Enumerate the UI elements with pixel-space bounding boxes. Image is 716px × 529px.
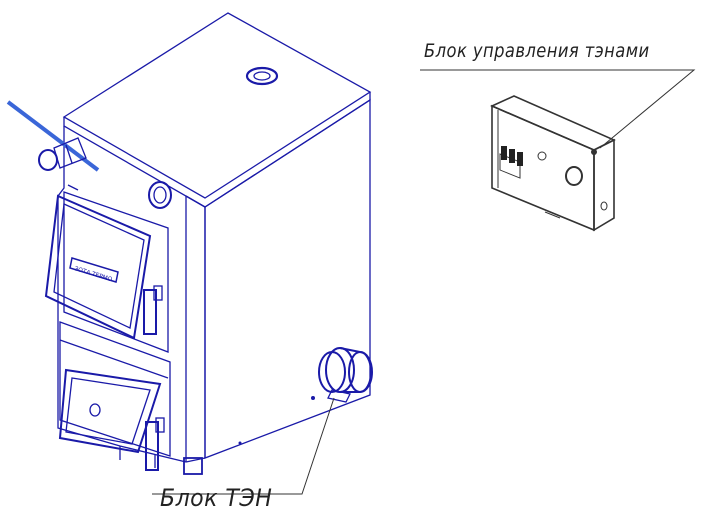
control-unit-label: Блок управления тэнами xyxy=(424,40,650,62)
damper-knob xyxy=(38,149,58,171)
door-nameplate xyxy=(69,257,119,283)
control-knob xyxy=(565,166,583,186)
heater-unit xyxy=(318,347,373,403)
upper-door-frame xyxy=(63,191,169,353)
cable-gland xyxy=(600,201,608,211)
inspection-port xyxy=(148,181,172,209)
control-box-top xyxy=(490,95,616,151)
upper-door: ЗОТА ТЕРМО xyxy=(44,184,169,353)
indicator-lamp xyxy=(537,151,547,161)
upper-door-panel xyxy=(44,194,152,340)
control-box-switches xyxy=(501,146,523,166)
heater-cap xyxy=(348,351,372,393)
foot-front xyxy=(183,457,203,475)
heater-unit-label: Блок ТЭН xyxy=(160,484,273,512)
lower-door-frame xyxy=(59,321,171,457)
control-box-side xyxy=(593,138,615,232)
boiler-front-panel xyxy=(57,126,187,463)
damper-handle xyxy=(6,100,100,172)
lower-door xyxy=(58,321,171,471)
boiler-top-face xyxy=(62,12,372,199)
boiler-side-panel xyxy=(204,98,371,459)
upper-door-latch xyxy=(143,289,157,335)
control-box-screw xyxy=(591,149,597,155)
damper-rod xyxy=(6,100,100,172)
lower-door-panel xyxy=(58,368,162,454)
lower-door-latch xyxy=(145,421,159,471)
flue-outlet xyxy=(245,66,279,86)
boiler-body xyxy=(57,12,372,475)
heater-leader-line xyxy=(152,397,335,495)
air-damper-hole xyxy=(89,403,101,417)
control-box xyxy=(490,95,616,232)
control-leader-line xyxy=(420,69,696,149)
